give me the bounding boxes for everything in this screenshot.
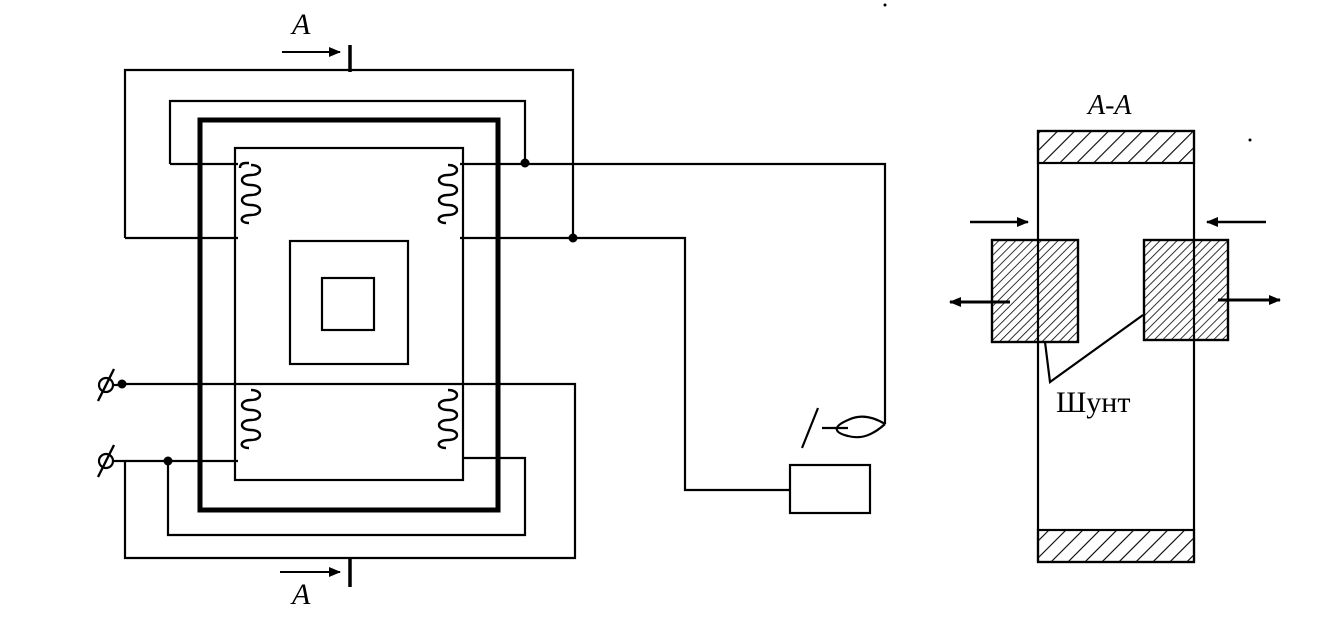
shunt-block-right xyxy=(1142,238,1230,342)
junction-dot xyxy=(163,456,173,466)
core-center-hole xyxy=(320,276,376,332)
section-view: A-A Шунт xyxy=(949,90,1281,564)
speck xyxy=(883,3,887,7)
section-letter-bottom: A xyxy=(290,578,311,611)
shunt-label: Шунт xyxy=(1056,386,1130,419)
core-outer-frame xyxy=(197,117,501,513)
section-letter-top: A xyxy=(290,8,311,41)
section-marker-bottom: A xyxy=(280,558,352,611)
junction-dot xyxy=(568,233,578,243)
coil-bottom-right xyxy=(437,388,459,450)
input-terminal-2 xyxy=(96,444,122,478)
shunt-leader-lines xyxy=(1043,314,1144,384)
secondary-wiring xyxy=(123,68,887,492)
workpiece-box xyxy=(788,463,872,515)
input-terminal-1 xyxy=(96,368,122,402)
magnetic-core xyxy=(197,117,501,513)
section-marker-top: A xyxy=(282,8,352,72)
hatched-yoke-bottom xyxy=(1036,528,1196,564)
core-window xyxy=(233,146,465,482)
junction-dot xyxy=(520,158,530,168)
coil-top-right xyxy=(437,163,459,225)
primary-wiring xyxy=(117,379,577,560)
speck xyxy=(1248,138,1252,142)
hatched-yoke-top xyxy=(1036,129,1196,165)
coil-top-left xyxy=(238,161,262,225)
section-title: A-A xyxy=(1086,90,1132,121)
section-frame xyxy=(1036,129,1196,564)
coil-bottom-left xyxy=(240,388,262,450)
shunt-block-left xyxy=(990,238,1080,344)
core-center-block xyxy=(288,239,410,366)
welding-electrode-icon xyxy=(800,407,886,449)
